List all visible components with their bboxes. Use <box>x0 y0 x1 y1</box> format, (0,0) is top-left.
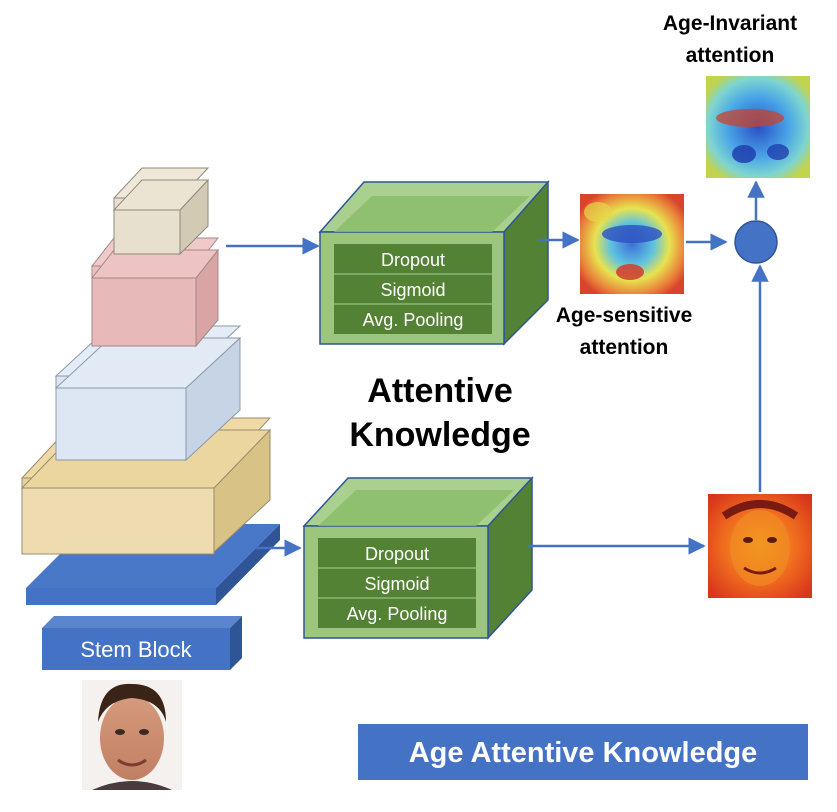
bottom-sigmoid-label: Sigmoid <box>364 574 429 594</box>
attentive-knowledge-title-line1: Attentive <box>367 372 512 410</box>
attention-module-bottom: Dropout Sigmoid Avg. Pooling <box>302 476 534 640</box>
banner: Age Attentive Knowledge <box>358 724 808 780</box>
top-avg-pooling-label: Avg. Pooling <box>363 310 464 330</box>
attentive-knowledge-title-line2: Knowledge <box>349 416 530 454</box>
age-sensitive-title-line1: Age-sensitive <box>556 304 693 327</box>
attention-module-top: Dropout Sigmoid Avg. Pooling <box>318 180 550 346</box>
age-invariant-title-line1: Age-Invariant <box>663 12 797 35</box>
input-face-photo <box>82 680 182 790</box>
top-dropout-label: Dropout <box>381 250 445 270</box>
layer-beige-block <box>112 167 210 256</box>
age-sensitive-heatmap <box>580 194 684 294</box>
top-sigmoid-label: Sigmoid <box>380 280 445 300</box>
face-feature-heatmap <box>708 494 812 598</box>
age-invariant-heatmap <box>706 76 810 178</box>
age-sensitive-title-line2: attention <box>580 336 669 359</box>
bottom-dropout-label: Dropout <box>365 544 429 564</box>
stem-block: Stem Block <box>42 616 242 670</box>
fusion-node <box>734 220 778 264</box>
banner-label: Age Attentive Knowledge <box>409 737 758 769</box>
stem-block-label: Stem Block <box>80 637 192 662</box>
age-invariant-title-line2: attention <box>686 44 775 67</box>
bottom-avg-pooling-label: Avg. Pooling <box>347 604 448 624</box>
flow-arrows <box>226 180 769 557</box>
